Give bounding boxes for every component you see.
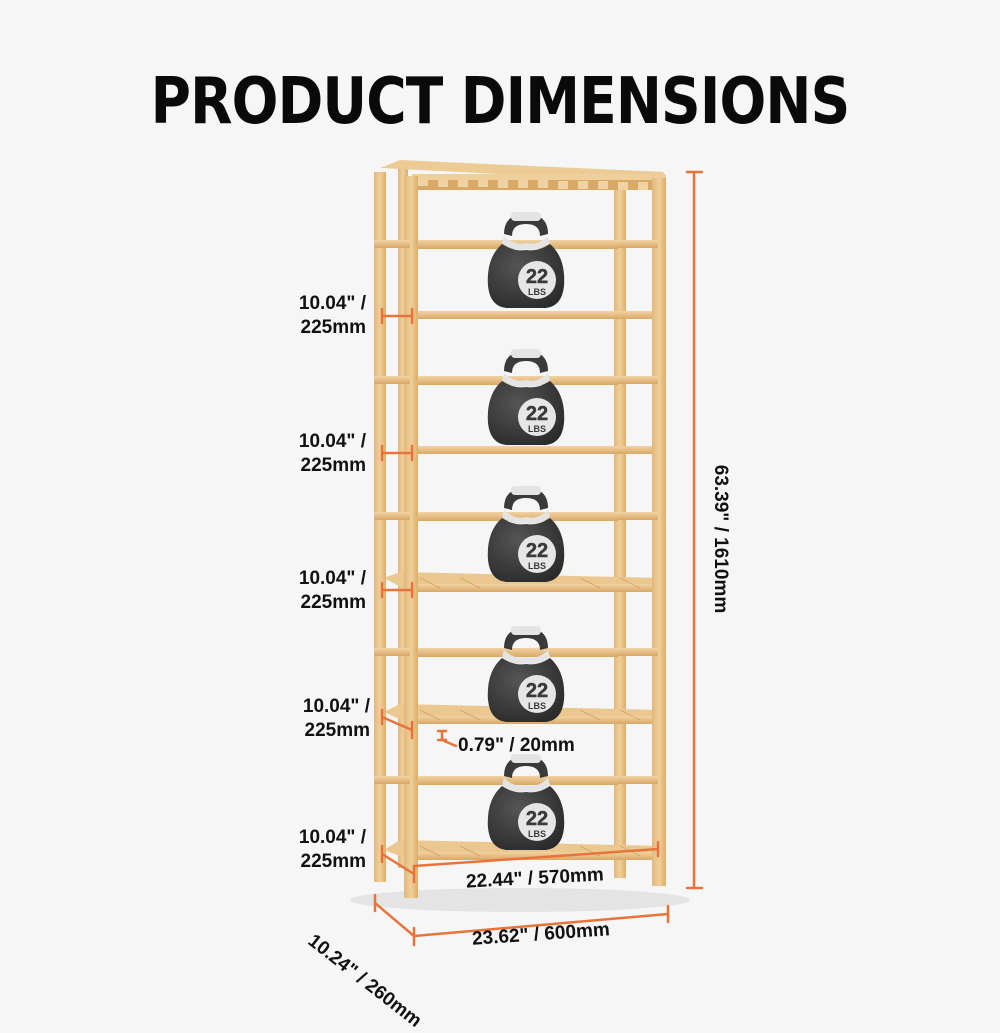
- inch-value: 10.04" /: [298, 568, 366, 589]
- shelf-illustration: 22 LBS: [350, 160, 704, 947]
- inch-value: 10.04" /: [298, 827, 366, 848]
- shelf-spacing-label-2: 10.04" / 225mm: [270, 430, 366, 478]
- shelf-spacing-label-1: 10.04" / 225mm: [270, 292, 366, 340]
- shelf-spacing-label-3: 10.04" / 225mm: [270, 567, 366, 615]
- page-title: PRODUCT DIMENSIONS: [150, 65, 851, 139]
- kettlebell-icon: [487, 485, 565, 583]
- shelf-spacing-label-5: 10.04" / 225mm: [270, 826, 366, 874]
- slat-thickness-label: 0.79" / 20mm: [458, 735, 575, 756]
- kettlebell-icon: [487, 753, 565, 851]
- mm-value: 225mm: [300, 592, 367, 613]
- inch-value: 10.04" /: [302, 696, 370, 717]
- inch-value: 10.04" /: [298, 431, 366, 452]
- kettlebell-icon: [487, 211, 565, 309]
- shelf-spacing-label-4: 10.04" / 225mm: [274, 695, 370, 743]
- total-height-label: 63.39" / 1610mm: [710, 464, 731, 614]
- inch-value: 10.04" /: [298, 293, 366, 314]
- kettlebell-icon: [487, 625, 565, 723]
- mm-value: 225mm: [304, 720, 371, 741]
- mm-value: 225mm: [300, 851, 367, 872]
- kettlebell-icon: [487, 348, 565, 446]
- mm-value: 225mm: [300, 455, 367, 476]
- mm-value: 225mm: [300, 317, 367, 338]
